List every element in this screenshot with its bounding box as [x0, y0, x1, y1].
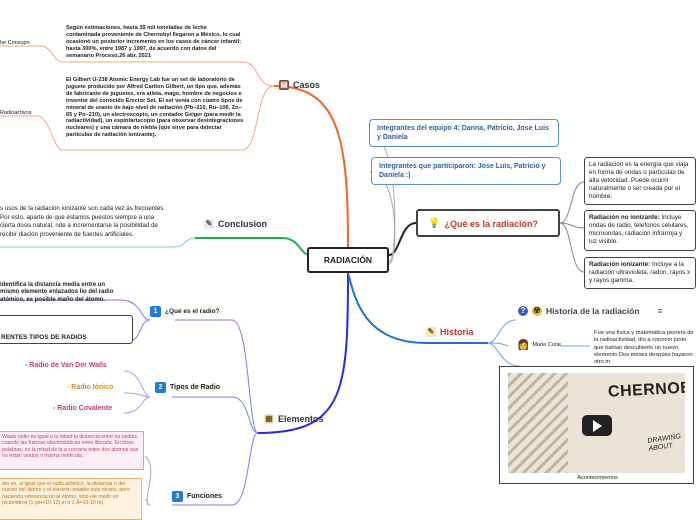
branch-casos-label: Casos [293, 80, 321, 90]
van-der-walls-text: Waals radio es igual a la mitad la dista… [2, 434, 139, 460]
elementos-q3-label: Funciones [187, 492, 223, 500]
central-topic-label: RADIACIÓN [323, 255, 373, 265]
play-button[interactable] [582, 415, 612, 436]
elementos-q2[interactable]: 2 Tipos de Radio [155, 382, 220, 393]
casos-gilbert-text: El Gilbert U-238 Atomic Energy Lab fue u… [66, 77, 244, 139]
ionizante-text: Radiación ionizante: Incluye a la radiac… [589, 261, 691, 285]
no-ionizante-box[interactable]: Radiación no ionizante: Incluye ondas de… [584, 210, 696, 251]
ionizante-box[interactable]: Radiación ionizante: Incluye a la radiac… [584, 257, 696, 289]
radio-van-der-walls[interactable]: - Radio de Van Der Walls [25, 362, 107, 369]
integrantes-equipo-box[interactable]: Integrantes del equipo 4: Danna, Patrici… [369, 119, 559, 147]
no-ionizante-text: Radiación no ionizante: Incluye ondas de… [589, 214, 691, 246]
elementos-q3[interactable]: 3 Funciones [172, 491, 222, 502]
lightbulb-icon: 💡 [428, 218, 441, 229]
casos-left-label-1: he Consupo [0, 40, 30, 46]
radio-ionico[interactable]: - Radio Iónico [67, 384, 114, 391]
video-node[interactable]: CHERNOBYL DRAWING ABOUT Acontecimientos [499, 366, 694, 484]
thumbnail-fence-drawing [508, 373, 568, 473]
menu-icon[interactable]: ≡ [657, 306, 663, 316]
radio-ionico-definition[interactable]: ato es, al igual que el radio atómico, l… [0, 478, 142, 520]
que-es-definicion-text: La radiación es la energía que viaja en … [589, 161, 689, 200]
memo-icon: ✎ [426, 327, 436, 337]
branch-conclusion[interactable]: ✎ Conclusion [204, 219, 267, 229]
elementos-q1[interactable]: 1 ¿Qué es el radio? [150, 306, 220, 317]
clipboard-icon: ▦ [264, 414, 274, 424]
radioactive-icon: ☢ [532, 306, 542, 316]
no-ionizante-label: Radiación no ionizante: [589, 214, 660, 221]
number-2-icon: 2 [155, 382, 166, 393]
ionizante-label: Radiación ionizante: [589, 261, 651, 268]
books-icon: ▤ [279, 80, 289, 90]
no-ionizante-desc: Incluye ondas de radio, telefonos celula… [589, 214, 689, 245]
elementos-q1-label: ¿Qué es el radio? [165, 307, 220, 315]
central-topic[interactable]: RADIACIÓN [307, 247, 389, 273]
radio-ionico-text: ato es, al igual que el radio atómico, l… [2, 481, 130, 507]
marie-curie-label: Marie Curie [532, 341, 561, 348]
number-3-icon: 3 [172, 491, 183, 502]
branch-casos[interactable]: ▤ Casos [279, 80, 320, 90]
video-thumbnail[interactable]: CHERNOBYL DRAWING ABOUT [508, 373, 685, 473]
note-icon: ✎ [204, 219, 214, 229]
conclusion-text: s usos de la radiación ionizante son cad… [0, 205, 166, 238]
integrantes-equipo-label: Integrantes del equipo 4: Danna, Patrici… [377, 125, 549, 141]
branch-historia[interactable]: ✎ Historia [426, 327, 474, 337]
historia-header[interactable]: ? ☢ Historia de la radiación ≡ [518, 306, 663, 316]
tipos-radios-box[interactable]: RENTES TIPOS DE RADIOS [0, 315, 133, 344]
marie-curie-node[interactable]: 👩 Marie Curie [517, 340, 561, 351]
van-der-walls-definition[interactable]: Waals radio es igual a la mitad la dista… [0, 431, 144, 470]
video-title-art: CHERNOBYL [607, 378, 685, 401]
branch-que-es-label: ¿Qué es la radiación? [444, 218, 538, 229]
historia-text: Fue una física y matemática pionera de l… [594, 330, 694, 366]
branch-elementos[interactable]: ▦ Elementos [264, 414, 324, 424]
elementos-q2-label: Tipos de Radio [170, 383, 221, 391]
question-icon: ? [518, 306, 528, 316]
branch-historia-label: Historia [440, 327, 474, 337]
casos-chernobyl-text: Según estimaciones, hasta 39 mil tonelad… [66, 25, 242, 59]
historia-header-label: Historia de la radiación [546, 306, 640, 316]
elementos-top-text: identifica la distancia media entre un m… [0, 282, 114, 303]
branch-que-es-title: 💡 ¿Qué es la radiación? [428, 218, 538, 229]
branch-elementos-label: Elementos [278, 414, 324, 424]
person-icon: 👩 [517, 340, 530, 351]
video-signature: DRAWING ABOUT [647, 433, 682, 453]
tipos-radios-label: RENTES TIPOS DE RADIOS [1, 334, 87, 341]
play-icon [592, 419, 602, 432]
radio-covalente[interactable]: - Radio Covalente [53, 405, 113, 412]
number-1-icon: 1 [150, 306, 161, 317]
casos-left-label-2: Radioactivos [0, 110, 32, 116]
branch-que-es[interactable]: 💡 ¿Qué es la radiación? [416, 209, 560, 237]
video-caption: Acontecimientos [577, 475, 618, 481]
branch-conclusion-label: Conclusion [218, 219, 267, 229]
que-es-definicion-box[interactable]: La radiación es la energía que viaja en … [584, 157, 696, 205]
ionizante-desc: Incluye a la radiación ultravioleta, rad… [589, 261, 691, 284]
integrantes-participaron-box[interactable]: Integrantes que participaron: Jose Luis,… [371, 157, 561, 185]
integrantes-participaron-label: Integrantes que participaron: Jose Luis,… [379, 163, 546, 179]
